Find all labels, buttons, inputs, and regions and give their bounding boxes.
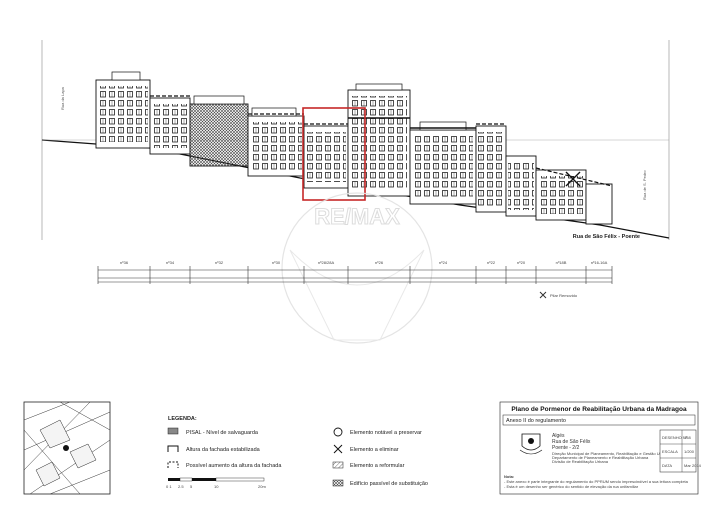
title-block: Plano de Pormenor de Reabilitação Urbana… xyxy=(499,401,702,495)
street-name: Rua de São Félix xyxy=(552,439,591,445)
department-0: Direção Municipal de Planeamento, Reabil… xyxy=(552,451,678,456)
pillar-cross-icon xyxy=(539,291,547,299)
field-label-scale: ESCALA xyxy=(662,449,678,454)
house-number-label: nº36 xyxy=(120,260,129,265)
legend-item-stabilized: Altura da fachada estabilizada xyxy=(186,447,261,453)
field-value-drawing: 158 xyxy=(684,435,691,440)
hatched-box-icon xyxy=(332,461,344,469)
scale-tick-3: 10 xyxy=(214,484,219,489)
house-number-label: nº16-16A xyxy=(591,260,608,265)
note-1: - Esta é um desenho ser genérico do sent… xyxy=(504,484,639,489)
right-street-label: Rua de S. Pedro xyxy=(642,170,647,200)
municipality: Algés xyxy=(552,433,565,439)
notes-title: Nota: xyxy=(504,474,514,479)
gray-box-icon xyxy=(167,427,179,435)
field-value-scale: 1/200 xyxy=(684,449,695,454)
street-side: Poente - 2/2 xyxy=(552,445,579,451)
annex-label: Anexo II do regulamento xyxy=(506,418,566,424)
department-2: Divisão de Reabilitação Urbana xyxy=(552,459,609,464)
solid-bracket-icon xyxy=(167,445,179,452)
legend-title: LEGENDA: xyxy=(168,416,197,422)
scale-tick-0: 0 1 xyxy=(166,484,172,489)
left-street-label: Rua da Lapa xyxy=(60,86,65,110)
scale-tick-1: 2.5 xyxy=(178,484,184,489)
field-value-date: Mar 2014 xyxy=(684,463,702,468)
legend-item-eliminate: Elemento a eliminar xyxy=(350,447,399,453)
location-map xyxy=(23,401,111,495)
house-number-label: nº34 xyxy=(166,260,175,265)
field-label-date: DATA xyxy=(662,463,672,468)
plan-title: Plano de Pormenor de Reabilitação Urbana… xyxy=(511,406,687,413)
house-number-label: nº30 xyxy=(272,260,281,265)
house-number-label: nº26 xyxy=(375,260,384,265)
pillar-note: Pilar Removido xyxy=(550,293,578,298)
crosshatch-box-icon xyxy=(332,479,344,487)
scale-tick-4: 20m xyxy=(258,484,266,489)
legend-item-pisal: PISAL - Nível de salvaguarda xyxy=(186,430,259,436)
department-1: Departamento de Planeamento e Reabilitaç… xyxy=(552,455,649,460)
circle-icon xyxy=(333,427,343,437)
house-number-label: nº28/28A xyxy=(318,260,335,265)
house-number-label: nº24 xyxy=(439,260,448,265)
legend: LEGENDA: PISAL - Nível de salvaguarda Al… xyxy=(166,416,428,489)
field-label-drawing: DESENHO Nº xyxy=(662,435,688,440)
watermark: RE/MAX xyxy=(281,192,433,344)
house-number-label: nº32 xyxy=(215,260,224,265)
house-number-label: nº20 xyxy=(517,260,526,265)
facade-elevation xyxy=(95,71,613,225)
legend-item-substitution: Edifício passível de substituição xyxy=(350,481,428,487)
house-number-label: nº18B xyxy=(556,260,567,265)
municipal-crest-icon xyxy=(519,433,543,455)
location-marker-icon xyxy=(63,445,69,451)
house-number-label: nº22 xyxy=(487,260,496,265)
house-number-bar: nº36 nº34 nº32 nº30 nº28/28A nº26 nº24 nº22 nº20… xyxy=(97,260,613,284)
legend-item-preserve: Elemento notável a preservar xyxy=(350,430,422,436)
street-label: Rua de São Félix - Poente xyxy=(573,234,640,240)
scale-tick-2: 5 xyxy=(190,484,193,489)
legend-item-reform: Elemento a reformular xyxy=(350,463,405,469)
highlight-frame xyxy=(302,107,366,201)
note-0: - Este anexo é parte integrante do regul… xyxy=(504,479,689,484)
dashed-bracket-icon xyxy=(167,461,179,468)
watermark-text: RE/MAX xyxy=(314,204,400,229)
legend-item-possible: Possível aumento da altura da fachada xyxy=(186,463,282,469)
cross-icon xyxy=(333,444,343,454)
